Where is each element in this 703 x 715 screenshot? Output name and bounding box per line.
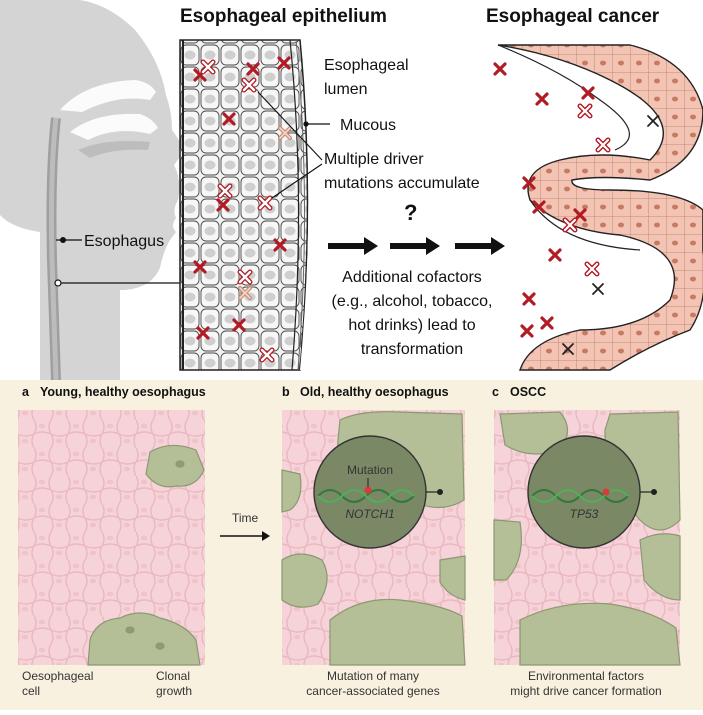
mutation-label: Mutation (347, 463, 393, 477)
head-silhouette (0, 0, 185, 381)
mutation-mark-solid (193, 56, 291, 340)
clone-bottom (87, 612, 201, 666)
epithelium-column (179, 39, 322, 371)
label-oesophageal-cell-2: cell (22, 684, 40, 698)
time-arrow (220, 531, 270, 541)
label-clonal-growth-1: Clonal (156, 669, 190, 683)
mucous-pointer (257, 91, 330, 199)
panel-b-letter: b (282, 385, 290, 399)
cancer-mutations (493, 62, 595, 338)
time-label: Time (232, 511, 259, 525)
label-mucous: Mucous (340, 117, 396, 134)
title-esophageal-cancer: Esophageal cancer (486, 6, 660, 27)
cancer-tissue (497, 44, 703, 371)
title-esophageal-epithelium: Esophageal epithelium (180, 6, 387, 27)
label-clonal-growth-2: growth (156, 684, 192, 698)
panel-b-title: Old, healthy oesophagus (300, 385, 449, 399)
panel-a-title: Young, healthy oesophagus (40, 385, 206, 399)
dna-helix-c (531, 489, 629, 503)
caption-c-line1: Environmental factors (528, 669, 644, 683)
magnifier-c (527, 435, 657, 549)
gene-tp53: TP53 (570, 507, 599, 521)
cofactors-line3: hot drinks) lead to (348, 317, 475, 334)
clone-top (145, 444, 205, 488)
label-oesophageal-cell-1: Oesophageal (22, 669, 93, 683)
epithelium-mutations (193, 56, 292, 363)
label-driver-line1: Multiple driver (324, 151, 424, 168)
caption-b-line1: Mutation of many (327, 669, 419, 683)
progression-arrows (328, 237, 505, 255)
esophagus-pointer (54, 237, 190, 287)
cofactors-line4: transformation (361, 341, 463, 358)
panel-a-tissue (18, 410, 205, 666)
label-esophagus: Esophagus (84, 233, 164, 250)
caption-c-line2: might drive cancer formation (510, 684, 661, 698)
question-mark: ? (404, 200, 417, 225)
panel-c-letter: c (492, 385, 499, 399)
panel-c-tissue (493, 410, 681, 666)
label-lumen-line2: lumen (324, 81, 368, 98)
caption-b-line2: cancer-associated genes (306, 684, 439, 698)
panel-a-letter: a (22, 385, 30, 399)
panel-c-title: OSCC (510, 385, 546, 399)
cofactors-line1: Additional cofactors (342, 269, 482, 286)
dna-helix-b (317, 489, 415, 503)
mutation-dot-c (602, 488, 610, 496)
mutation-dot-b (364, 486, 372, 494)
cofactors-line2: (e.g., alcohol, tobacco, (332, 293, 493, 310)
label-driver-line2: mutations accumulate (324, 175, 480, 192)
magnifier-b (313, 435, 443, 549)
label-lumen-line1: Esophageal (324, 57, 409, 74)
gene-notch1: NOTCH1 (345, 507, 394, 521)
